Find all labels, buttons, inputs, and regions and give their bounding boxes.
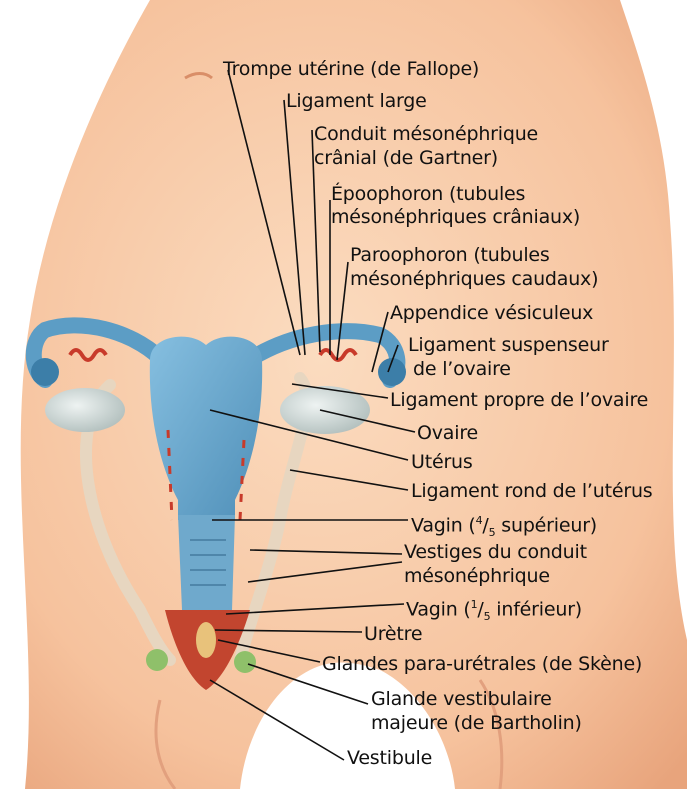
bartholin-gland-right xyxy=(234,651,256,673)
fimbriae-left xyxy=(31,358,59,386)
label-round-ligament: Ligament rond de l’utérus xyxy=(411,480,653,502)
label-bartholin-line1: Glande vestibulaire xyxy=(371,688,552,710)
ovary-left xyxy=(45,388,125,432)
label-fallopian-tube: Trompe utérine (de Fallope) xyxy=(223,58,479,80)
label-vagina-lower-prefix: Vagin ( xyxy=(406,598,471,620)
label-epoophoron-line1: Époophoron (tubules xyxy=(331,183,525,205)
label-gartner-duct-line2: crânial (de Gartner) xyxy=(314,147,498,169)
label-epoophoron-line2: mésonéphriques crâniaux) xyxy=(331,206,580,228)
label-urethra: Urètre xyxy=(364,623,422,645)
label-vagina-upper: Vagin (4/5 supérieur) xyxy=(411,510,597,544)
label-ovarian-ligament: Ligament propre de l’ovaire xyxy=(390,389,648,411)
label-duct-vestiges-line1: Vestiges du conduit xyxy=(404,541,587,563)
label-paroophoron-line2: mésonéphriques caudaux) xyxy=(350,268,598,290)
label-vagina-upper-num: 4 xyxy=(476,514,483,527)
label-vagina-lower-suffix: inférieur) xyxy=(490,598,582,620)
label-uterus: Utérus xyxy=(411,451,473,473)
label-bartholin-line2: majeure (de Bartholin) xyxy=(371,712,582,734)
bartholin-gland-left xyxy=(146,649,168,671)
label-broad-ligament: Ligament large xyxy=(286,90,427,112)
label-suspensory-ligament-line2: de l’ovaire xyxy=(413,358,511,380)
label-paroophoron-line1: Paroophoron (tubules xyxy=(350,244,550,266)
label-vesicular-appendix: Appendice vésiculeux xyxy=(390,302,593,324)
label-vagina-lower-num: 1 xyxy=(471,598,478,611)
label-gartner-duct-line1: Conduit mésonéphrique xyxy=(314,123,538,145)
label-vestibule: Vestibule xyxy=(347,747,432,769)
label-duct-vestiges-line2: mésonéphrique xyxy=(404,565,550,587)
label-ovary: Ovaire xyxy=(417,422,478,444)
label-vagina-lower: Vagin (1/5 inférieur) xyxy=(406,594,582,628)
label-vagina-upper-prefix: Vagin ( xyxy=(411,514,476,536)
label-suspensory-ligament-line1: Ligament suspenseur xyxy=(408,334,609,356)
label-skene-glands: Glandes para-urétrales (de Skène) xyxy=(322,653,642,675)
label-vagina-upper-suffix: supérieur) xyxy=(495,514,597,536)
